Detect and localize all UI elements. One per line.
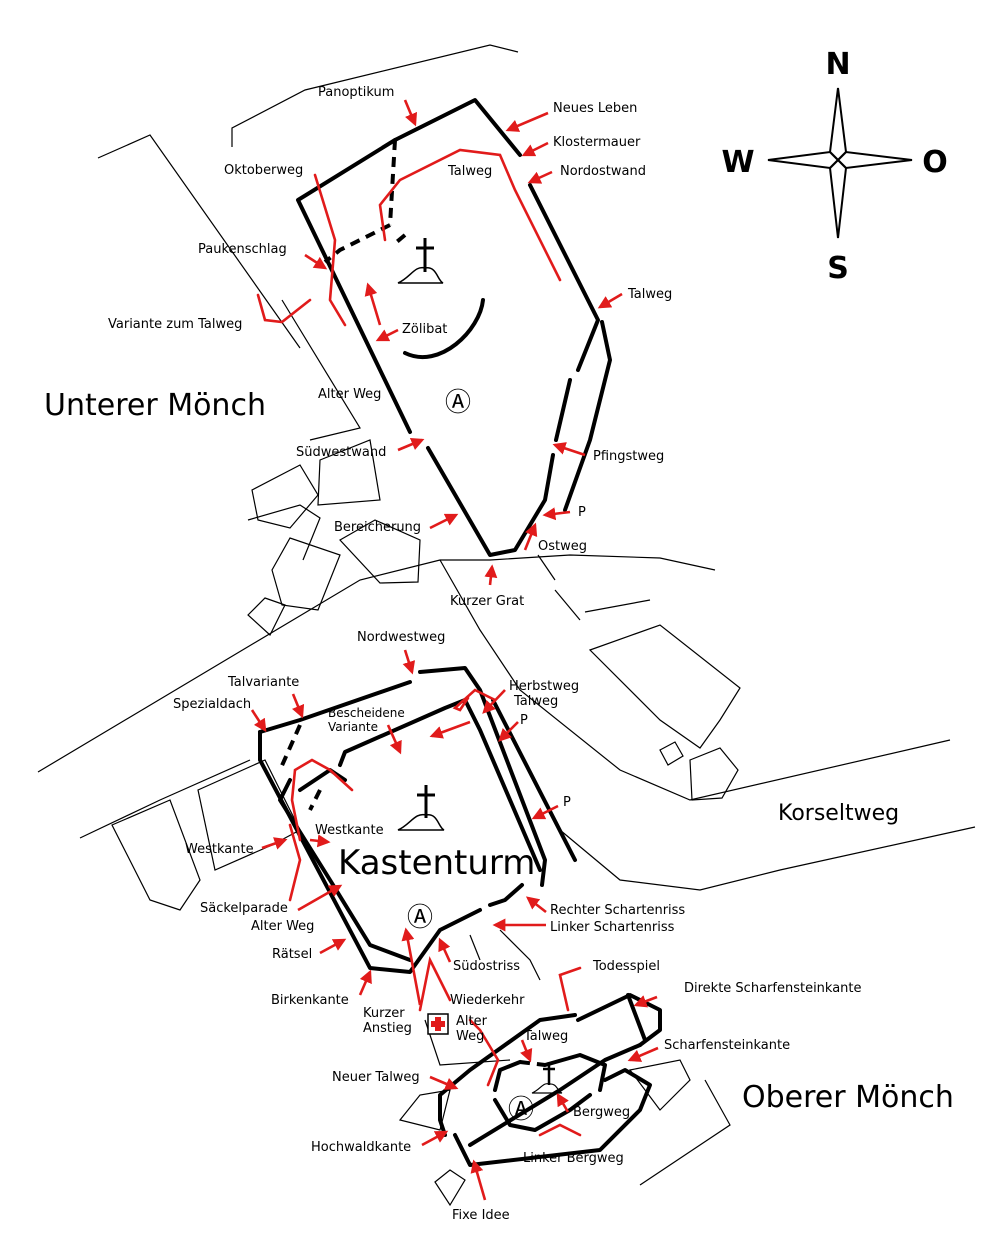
label-todesspiel[interactable]: Todesspiel	[592, 959, 660, 974]
summit-marker-kastenturm: Ⓐ	[407, 903, 433, 933]
compass-north: N	[825, 47, 850, 82]
label-westkante-inner[interactable]: Westkante	[315, 823, 384, 838]
label-bereicherung[interactable]: Bereicherung	[334, 520, 421, 535]
label-pfingstweg[interactable]: Pfingstweg	[593, 449, 664, 464]
compass-rose: N S W O	[721, 47, 947, 286]
region-unterer-moench: Unterer Mönch	[44, 388, 266, 423]
region-oberer-moench: Oberer Mönch	[742, 1080, 954, 1115]
label-talweg-kastenturm[interactable]: Talweg	[513, 694, 558, 709]
label-p-unterer[interactable]: P	[578, 505, 586, 520]
label-raetsel[interactable]: Rätsel	[272, 947, 312, 962]
label-spezialdach[interactable]: Spezialdach	[173, 697, 251, 712]
label-wiederkehr[interactable]: Wiederkehr	[450, 993, 525, 1008]
label-alter-weg[interactable]: Alter Weg	[318, 387, 381, 402]
climbing-routes	[256, 148, 582, 1137]
label-birkenkante[interactable]: Birkenkante	[271, 993, 349, 1008]
label-kurzer-grat[interactable]: Kurzer Grat	[450, 594, 524, 609]
compass-west: W	[721, 145, 754, 180]
label-paukenschlag[interactable]: Paukenschlag	[198, 242, 287, 257]
label-oktoberweg[interactable]: Oktoberweg	[224, 163, 303, 178]
label-hochwaldkante[interactable]: Hochwaldkante	[311, 1140, 411, 1155]
label-bescheidene[interactable]: Bescheidene	[328, 706, 405, 720]
label-saeckelparade[interactable]: Säckelparade	[200, 901, 288, 916]
route-arrows	[250, 99, 659, 1201]
label-talweg[interactable]: Talweg	[447, 164, 492, 179]
compass-south: S	[827, 251, 849, 286]
label-rechter-schartenriss[interactable]: Rechter Schartenriss	[550, 903, 685, 918]
label-linker-schartenriss[interactable]: Linker Schartenriss	[550, 920, 675, 935]
labels-oberer: Todesspiel Direkte Scharfensteinkante Al…	[311, 959, 862, 1223]
label-talweg-oberer[interactable]: Talweg	[523, 1029, 568, 1044]
label-p-kastenturm-2[interactable]: P	[563, 795, 571, 810]
kastenturm-rock	[258, 666, 577, 974]
label-klostermauer[interactable]: Klostermauer	[553, 135, 641, 150]
label-talvariante[interactable]: Talvariante	[227, 675, 299, 690]
label-bergweg[interactable]: Bergweg	[573, 1105, 630, 1120]
label-alter-weg-kastenturm[interactable]: Alter Weg	[251, 919, 314, 934]
label-fixe-idee[interactable]: Fixe Idee	[452, 1208, 510, 1223]
label-suedostriss[interactable]: Südostriss	[453, 959, 520, 974]
summit-cross-unterer	[397, 238, 444, 284]
summit-marker-oberer: Ⓐ	[508, 1095, 534, 1125]
unterer-moench-rock	[296, 98, 612, 557]
label-scharfensteinkante[interactable]: Scharfensteinkante	[664, 1038, 790, 1053]
region-kastenturm: Kastenturm	[338, 843, 535, 883]
label-nordwestweg[interactable]: Nordwestweg	[357, 630, 445, 645]
summit-cross-oberer	[531, 1062, 563, 1094]
label-ostweg[interactable]: Ostweg	[538, 539, 587, 554]
label-westkante[interactable]: Westkante	[185, 842, 254, 857]
first-aid-icon	[427, 1013, 449, 1035]
label-neuer-talweg[interactable]: Neuer Talweg	[332, 1070, 420, 1085]
oberer-moench-rock	[438, 993, 662, 1167]
label-p-kastenturm-1[interactable]: P	[520, 713, 528, 728]
summit-cross-kastenturm	[397, 785, 445, 831]
terrain-lines	[37, 44, 976, 1207]
label-alter[interactable]: Alter	[456, 1014, 488, 1029]
labels-kastenturm: Nordwestweg Talvariante Herbstweg Talweg…	[173, 630, 685, 1036]
label-nordostwand[interactable]: Nordostwand	[560, 164, 646, 179]
label-panoptikum[interactable]: Panoptikum	[318, 85, 394, 100]
label-anstieg[interactable]: Anstieg	[363, 1021, 412, 1036]
labels-unterer: Panoptikum Neues Leben Klostermauer Okto…	[108, 85, 672, 609]
label-variante[interactable]: Variante	[328, 720, 378, 734]
label-variante-zum-talweg[interactable]: Variante zum Talweg	[108, 317, 242, 332]
summit-marker-unterer: Ⓐ	[445, 388, 471, 418]
label-herbstweg[interactable]: Herbstweg	[509, 679, 579, 694]
label-weg[interactable]: Weg	[456, 1029, 484, 1044]
label-zoelibat[interactable]: Zölibat	[402, 322, 447, 337]
label-neues-leben[interactable]: Neues Leben	[553, 101, 637, 116]
road-korseltweg: Korseltweg	[778, 801, 899, 826]
label-kurzer[interactable]: Kurzer	[363, 1006, 405, 1021]
label-linker-bergweg[interactable]: Linker Bergweg	[523, 1151, 624, 1166]
label-direkte-scharfensteinkante[interactable]: Direkte Scharfensteinkante	[684, 981, 862, 996]
label-suedwestwand[interactable]: Südwestwand	[296, 445, 386, 460]
label-talweg-east[interactable]: Talweg	[627, 287, 672, 302]
compass-east: O	[922, 145, 948, 180]
